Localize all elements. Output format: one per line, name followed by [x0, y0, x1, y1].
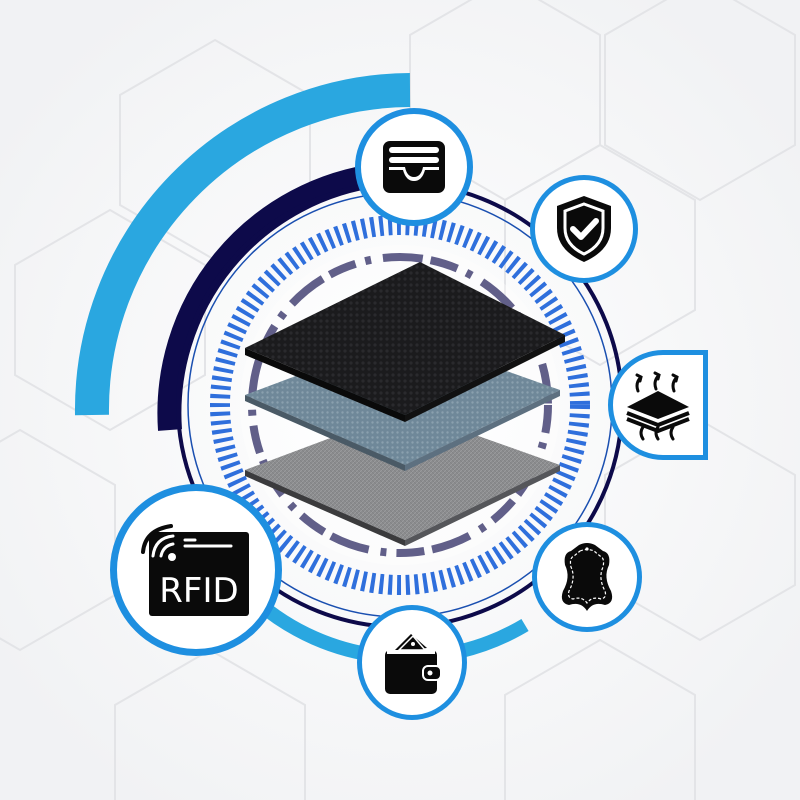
shield-check-icon: [557, 196, 611, 262]
breathable-layers-icon: [626, 371, 690, 441]
material-layers: [245, 262, 565, 546]
leather-badge: [532, 522, 642, 632]
tick-ring: [210, 215, 590, 595]
rfid-badge: RFID: [110, 484, 282, 656]
breathable-badge: [608, 350, 708, 460]
layer-top: [245, 262, 565, 415]
wallet-icon: [385, 633, 442, 694]
rfid-label: RFID: [159, 571, 238, 611]
shield-badge: [530, 175, 638, 283]
wallet-badge: [357, 605, 467, 720]
light-blue-arc: [74, 73, 411, 416]
navy-arc: [157, 163, 382, 431]
card-holder-badge: [355, 108, 473, 226]
leather-hide-icon: [561, 543, 613, 611]
layer-bottom: [245, 410, 560, 540]
card-holder-icon: [383, 141, 445, 193]
dashed-navy-ring: [248, 253, 552, 557]
rfid-card-icon: RFID: [141, 524, 249, 616]
